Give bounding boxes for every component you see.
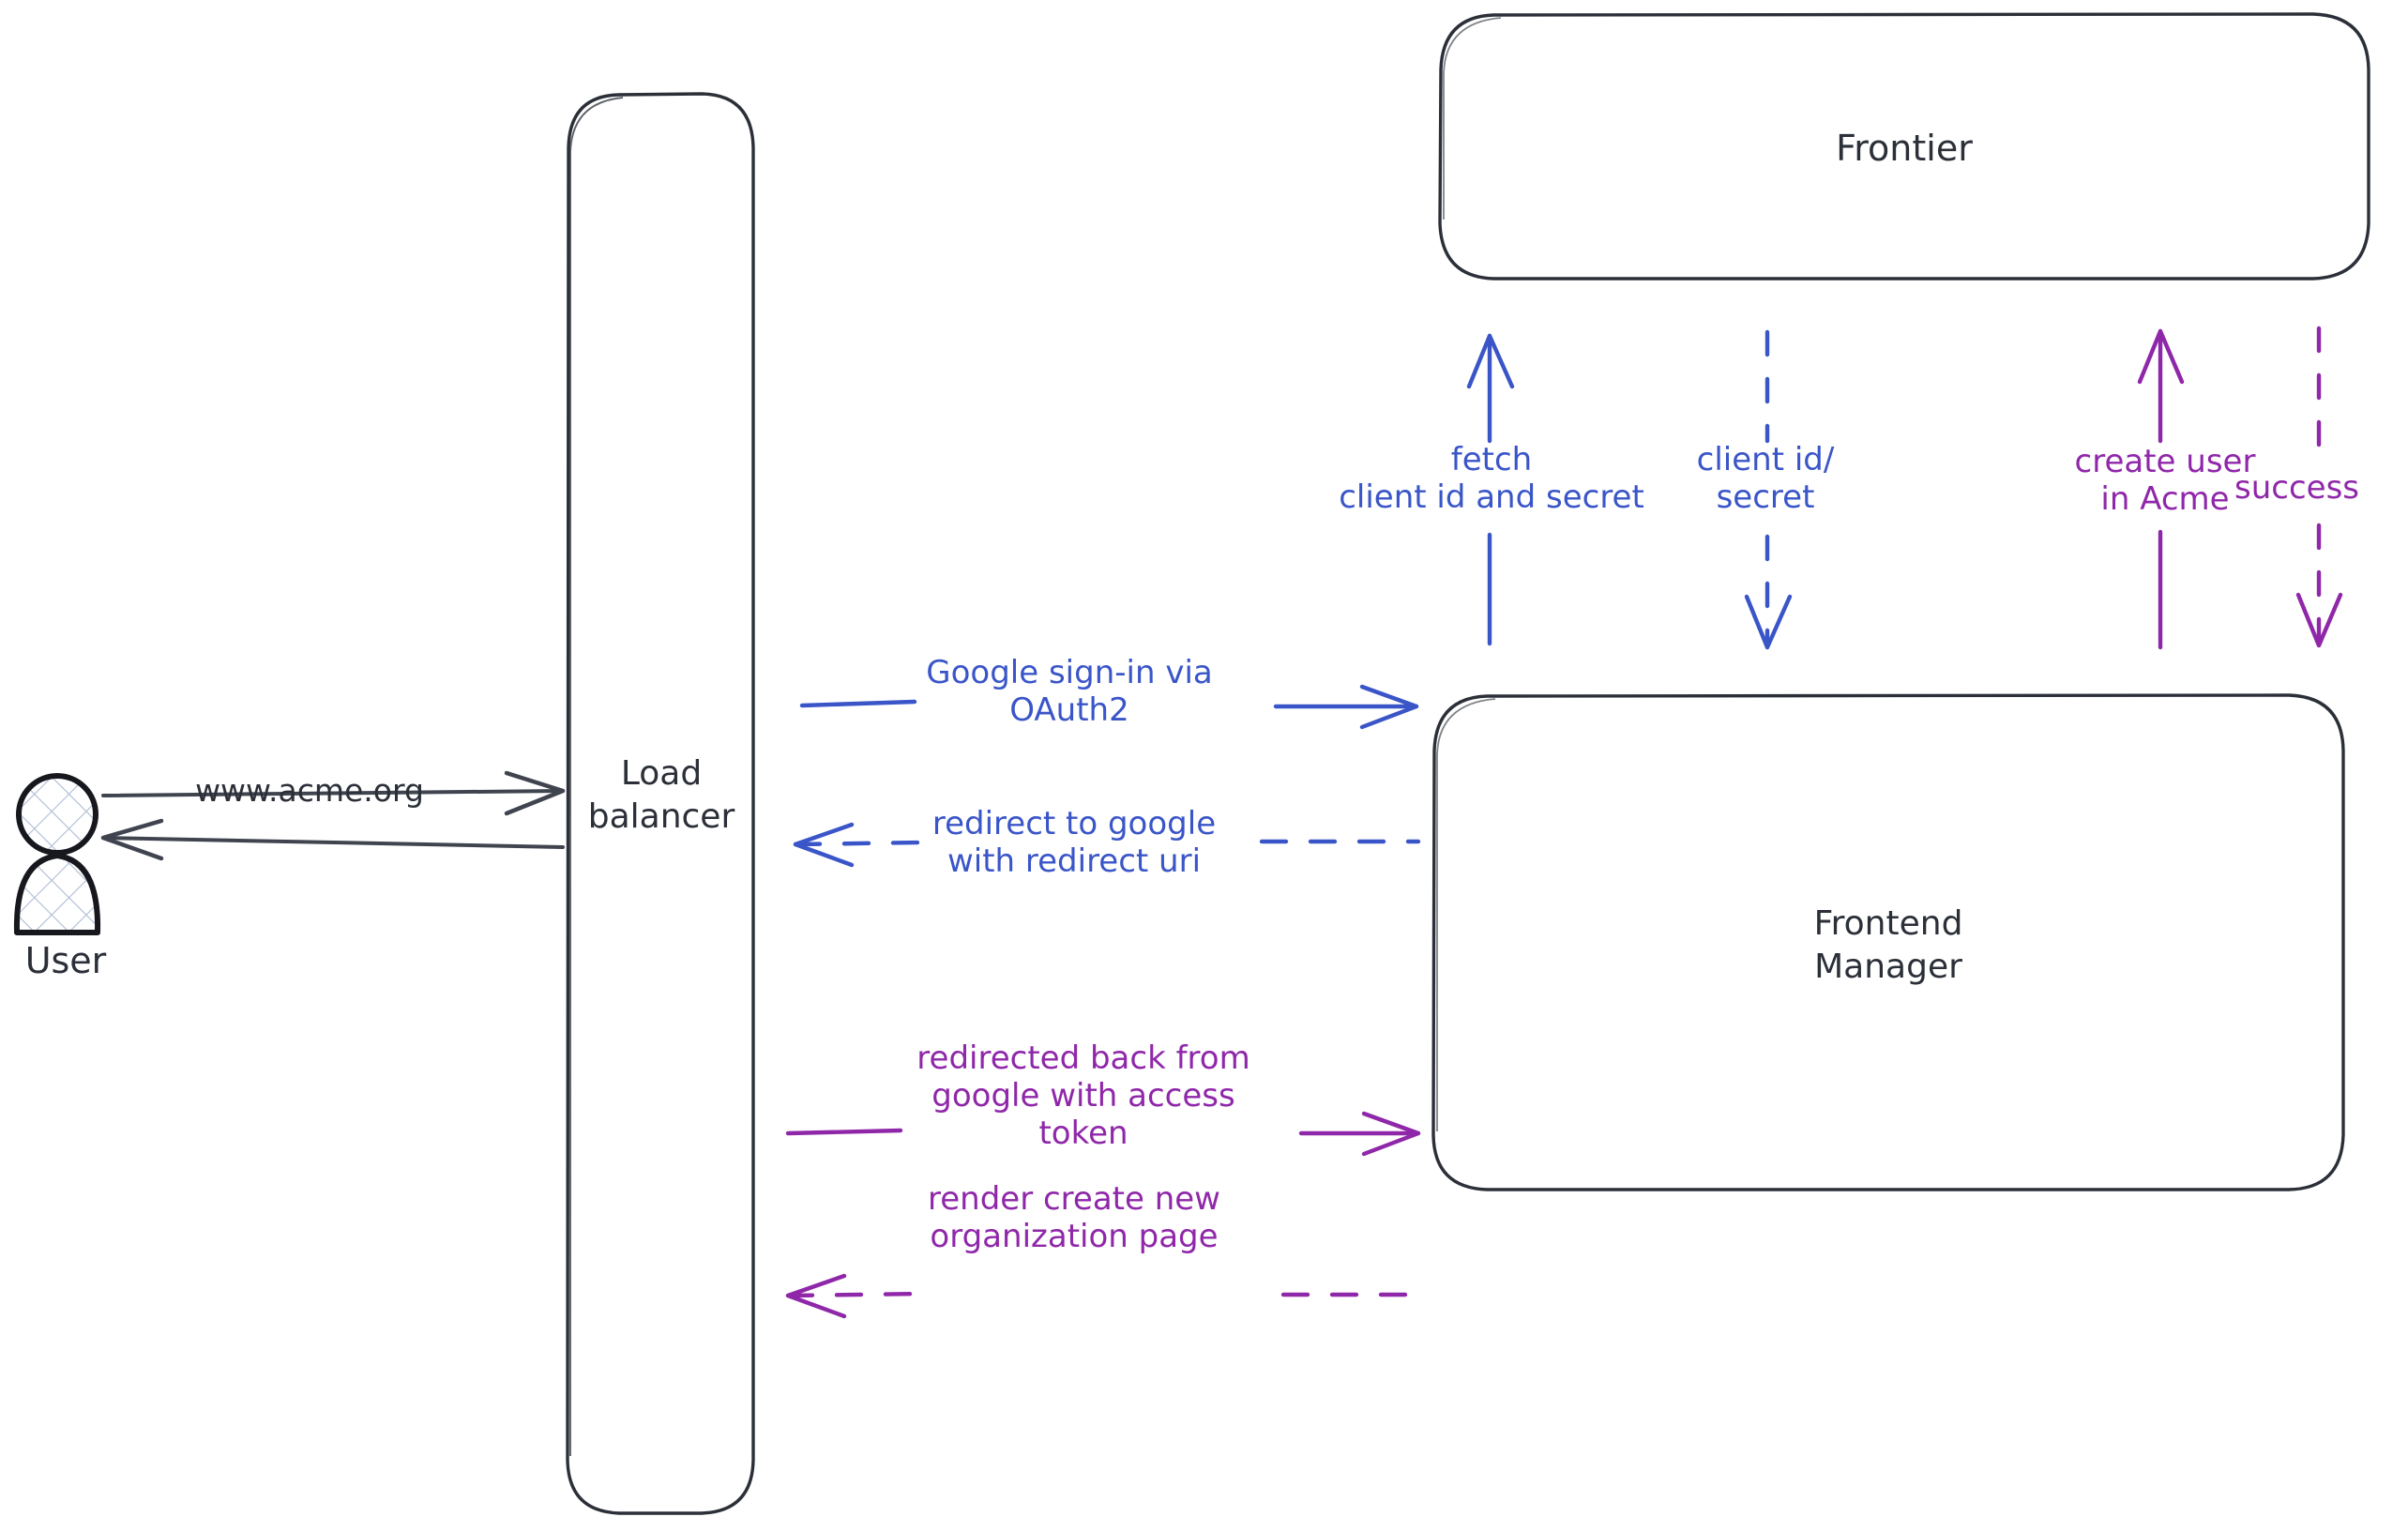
edge-label-fm-to-lb-render: render create new organization page <box>928 1180 1220 1256</box>
frontend-manager-sketch-stroke <box>1436 698 1496 1131</box>
edge-lb-to-fm-token[interactable] <box>785 1111 1421 1157</box>
edge-user-to-lb[interactable] <box>101 770 566 816</box>
load-balancer-shape <box>566 92 755 1515</box>
user-head-icon <box>16 773 98 856</box>
edge-label-user-to-lb: www.acme.org <box>195 772 424 809</box>
node-frontier[interactable] <box>1438 12 2370 281</box>
edge-label-fm-to-lb-redirect: redirect to google with redirect uri <box>931 805 1217 881</box>
edge-label-fm-to-frontier-fetch: fetch client id and secret <box>1339 441 1644 517</box>
edge-fm-to-frontier-create[interactable] <box>2137 328 2185 650</box>
edge-label-frontier-to-fm-creds: client id/ secret <box>1696 441 1835 517</box>
edge-frontier-to-fm-success[interactable] <box>2295 326 2343 648</box>
edge-label-lb-to-fm-signin: Google sign-in via OAuth2 <box>926 654 1213 730</box>
edge-fm-to-lb-redirect[interactable] <box>793 822 1421 868</box>
edge-lb-to-user[interactable] <box>100 818 565 861</box>
frontend-manager-shape <box>1431 693 2345 1191</box>
node-frontend-manager[interactable] <box>1431 693 2345 1191</box>
frontier-shape <box>1438 12 2370 281</box>
user-body-icon <box>13 853 101 935</box>
edge-lb-to-fm-signin[interactable] <box>799 684 1419 730</box>
edge-label-lb-to-fm-token: redirected back from google with access … <box>916 1039 1250 1153</box>
edge-fm-to-lb-render[interactable] <box>785 1273 1421 1319</box>
node-load-balancer[interactable] <box>566 92 755 1515</box>
node-user[interactable] <box>13 773 101 935</box>
edge-label-frontier-to-fm-success: success <box>2234 469 2359 507</box>
edge-frontier-to-fm-creds[interactable] <box>1744 329 1793 650</box>
edge-fm-to-frontier-fetch[interactable] <box>1466 333 1515 646</box>
frontier-sketch-stroke <box>1443 17 1502 220</box>
load-balancer-sketch-stroke <box>569 97 624 1456</box>
edge-label-fm-to-frontier-create: create user in Acme <box>2074 443 2256 519</box>
